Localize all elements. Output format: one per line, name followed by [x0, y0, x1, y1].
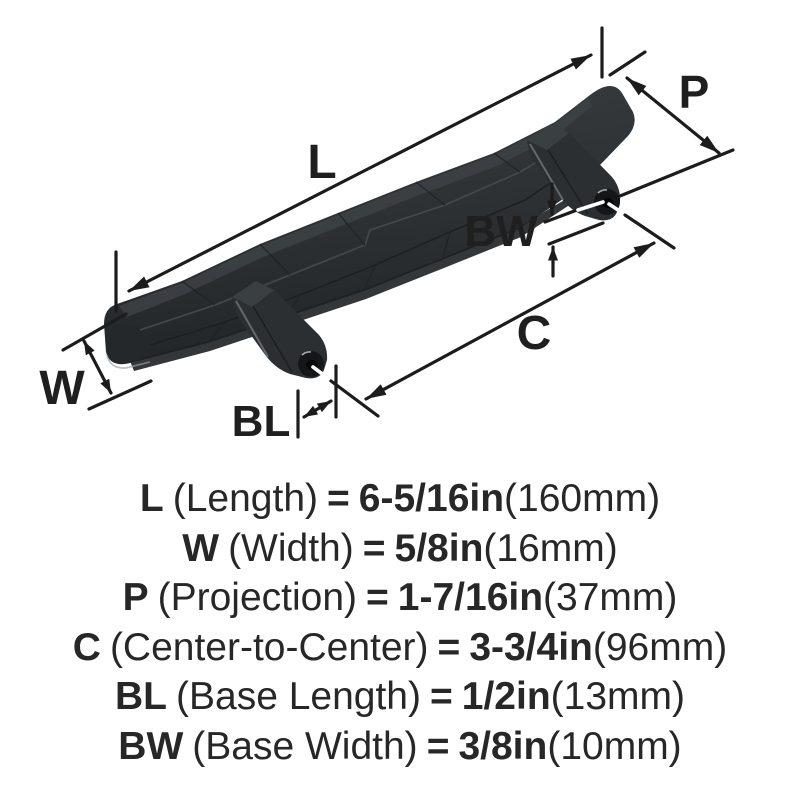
legend-symbol: P [122, 576, 149, 619]
legend-value-mm: (96mm) [592, 625, 728, 669]
dimension-label-base-length: BL [232, 397, 291, 446]
legend-name: (Projection) [157, 576, 358, 619]
legend-row-base-width: BW(Base Width)=3/8in(10mm) [0, 722, 800, 772]
rear-hole-highlight [597, 189, 608, 194]
front-post [232, 281, 328, 379]
legend-value-inches: 6-5/16in [358, 477, 505, 520]
legend-name: (Base Length) [176, 675, 421, 718]
dimension-label-base-width: BW [464, 207, 538, 256]
length-dimension-line [127, 53, 593, 293]
base-width-tick-lower [547, 221, 605, 246]
legend-symbol: L [139, 477, 164, 520]
legend-value-mm: (13mm) [550, 675, 685, 718]
legend-row-length: L(Length)=6-5/16in(160mm) [0, 474, 800, 524]
width-tick-upper [61, 312, 128, 352]
legend-name: (Length) [172, 477, 319, 520]
legend-symbol: BW [118, 724, 184, 768]
legend-row-width: W(Width)=5/8in(16mm) [0, 524, 800, 574]
bar-left-end-face [110, 324, 142, 364]
rear-hole-baseline [543, 148, 735, 224]
dimension-label-projection: P [679, 66, 710, 118]
legend-equals: = [426, 724, 450, 768]
legend-equals: = [366, 576, 389, 619]
dimensions-legend: L(Length)=6-5/16in(160mm) W(Width)=5/8in… [0, 474, 800, 771]
dimension-length [114, 26, 604, 313]
legend-row-projection: P(Projection)=1-7/16in(37mm) [0, 573, 800, 623]
legend-equals: = [430, 675, 453, 718]
legend-value-inches: 5/8in [394, 526, 484, 570]
front-hole-extension [311, 365, 380, 418]
legend-value-inches: 3-3/4in [469, 625, 593, 669]
dimension-label-width: W [39, 362, 85, 415]
legend-value-mm: (37mm) [543, 576, 678, 619]
legend-name: (Width) [228, 526, 354, 570]
legend-symbol: C [72, 625, 101, 669]
legend-value-mm: (16mm) [483, 526, 618, 570]
width-dimension-line [82, 339, 113, 395]
dimension-base-length [296, 364, 338, 439]
dimension-label-length: L [307, 136, 336, 189]
legend-value-inches: 3/8in [458, 724, 548, 768]
dimension-projection [608, 50, 721, 155]
product-diagram: L P BW C W BL [39, 26, 735, 446]
legend-value-mm: (10mm) [547, 724, 682, 768]
legend-name: (Base Width) [192, 724, 418, 768]
dimension-width [61, 312, 153, 411]
legend-symbol: W [182, 526, 220, 570]
base-length-dimension-line [302, 399, 333, 419]
legend-equals: = [327, 477, 350, 520]
legend-equals: = [437, 625, 461, 669]
width-tick-lower [87, 379, 153, 411]
rear-hole-extension [607, 202, 676, 250]
legend-row-base-length: BL(Base Length)=1/2in(13mm) [0, 672, 800, 722]
legend-symbol: BL [115, 675, 167, 718]
front-hole-highlight [301, 351, 312, 356]
projection-dimension-line [625, 76, 721, 155]
legend-equals: = [362, 526, 386, 570]
legend-value-inches: 1/2in [461, 675, 551, 718]
cabinet-pull-illustration [104, 85, 635, 379]
legend-value-inches: 1-7/16in [397, 576, 544, 619]
dimension-label-center-to-center: C [517, 307, 552, 360]
projection-tick [608, 50, 647, 77]
bar-bottom-facet [130, 168, 605, 371]
legend-row-center-to-center: C(Center-to-Center)=3-3/4in(96mm) [0, 623, 800, 673]
center-to-center-dimension-line [364, 241, 656, 401]
legend-name: (Center-to-Center) [109, 625, 429, 669]
legend-value-mm: (160mm) [504, 477, 661, 520]
